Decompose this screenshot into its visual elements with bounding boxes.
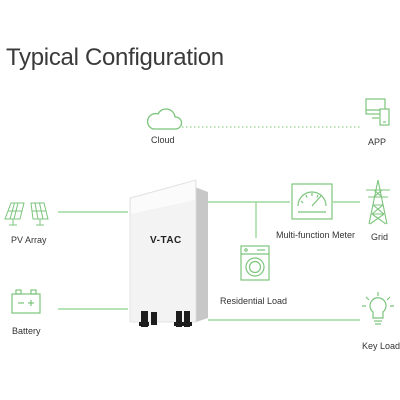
battery-icon bbox=[11, 289, 41, 314]
inverter-brand: V-TAC bbox=[150, 235, 182, 246]
cloud-label: Cloud bbox=[151, 135, 175, 145]
battery-label: Battery bbox=[12, 326, 41, 336]
washing-machine-icon bbox=[240, 245, 270, 281]
solar-panel-icon bbox=[4, 202, 49, 226]
connection-lines bbox=[58, 126, 360, 321]
inverter-body bbox=[129, 179, 197, 323]
app-label: APP bbox=[368, 137, 387, 147]
pylon-icon bbox=[366, 179, 390, 225]
grid-label: Grid bbox=[371, 232, 389, 242]
meter-label: Multi-function Meter bbox=[276, 230, 356, 240]
pv-array-label: PV Array bbox=[11, 235, 47, 245]
meter-icon bbox=[291, 183, 333, 220]
light-bulb-icon bbox=[362, 292, 394, 325]
page-title: Typical Configuration bbox=[6, 44, 224, 71]
inverter-highlight bbox=[131, 181, 195, 214]
inverter bbox=[129, 179, 208, 327]
key-load-label: Key Load bbox=[362, 341, 400, 351]
inverter-connectors bbox=[139, 311, 192, 327]
cloud-icon bbox=[146, 108, 183, 130]
residential-load-label: Residential Load bbox=[220, 296, 288, 306]
phone-app-icon bbox=[365, 98, 390, 126]
